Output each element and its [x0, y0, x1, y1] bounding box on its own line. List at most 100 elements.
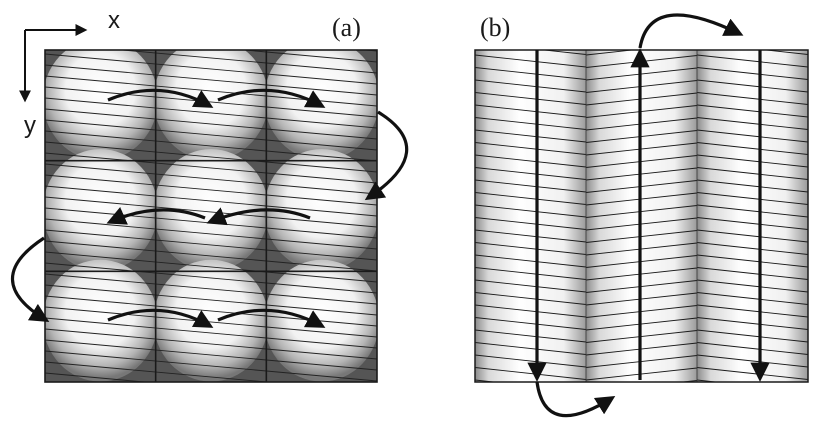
- stripe-line: [696, 104, 808, 118]
- stripe-line: [475, 242, 587, 255]
- arrow-row2-left: [106, 207, 206, 225]
- stripe-line: [475, 229, 587, 243]
- column-fill: [475, 50, 586, 382]
- panel-b-label: (b): [480, 13, 510, 42]
- stripe-line: [475, 117, 587, 130]
- grid-border: [44, 49, 378, 383]
- stripe-line: [475, 267, 587, 280]
- stripe-line: [475, 192, 587, 205]
- stripe-line: [117, 50, 377, 74]
- stripe-line: [697, 30, 808, 42]
- arrow-row3-right: [217, 308, 326, 328]
- stripe-line: [696, 204, 808, 218]
- column-fill: [697, 50, 808, 382]
- stripe-line: [475, 292, 587, 305]
- stripe-line: [475, 317, 587, 330]
- stripe-line: [45, 395, 377, 425]
- stripe-line: [45, 174, 377, 206]
- stripe-line: [45, 251, 377, 283]
- stripe-line: [762, 50, 808, 55]
- stripe-line: [696, 167, 808, 180]
- stripe-line: [45, 240, 377, 272]
- panel-b-stripes: [475, 18, 808, 405]
- stripe-line: [45, 372, 150, 382]
- arrow-turn-right: [364, 110, 409, 201]
- stripe-line: [45, 284, 377, 316]
- stripe-line: [696, 242, 808, 255]
- stripe-line: [45, 229, 377, 261]
- stripe-line: [475, 54, 587, 68]
- stripe-line: [45, 53, 377, 85]
- stripe-line: [360, 50, 377, 52]
- arrow-turn-left: [10, 236, 50, 322]
- stripe-line: [475, 154, 587, 168]
- stripe-line: [475, 79, 587, 93]
- stripe-line: [45, 97, 377, 129]
- cell-glow: [264, 149, 377, 271]
- stripe-line: [475, 354, 587, 368]
- stripe-line: [696, 117, 808, 130]
- cell-glow: [45, 50, 158, 161]
- panel-a-grid-lines: [44, 49, 378, 383]
- stripe-line: [45, 328, 377, 360]
- stripe-line: [475, 217, 587, 230]
- x-axis-label: x: [108, 7, 120, 34]
- stripe-line: [475, 204, 587, 218]
- arrow-row2-right: [206, 207, 311, 226]
- stripe-line: [696, 179, 808, 193]
- stripe-line: [45, 218, 377, 250]
- stripe-line: [45, 350, 377, 382]
- stripe-line: [696, 217, 808, 230]
- stripe-line: [696, 292, 808, 305]
- stripe-line: [475, 329, 587, 343]
- stripe-line: [45, 130, 377, 162]
- stripe-line: [696, 142, 808, 155]
- stripe-line: [475, 279, 587, 293]
- stripe-line: [475, 179, 587, 193]
- stripe-line: [45, 10, 377, 40]
- stripe-line: [696, 342, 808, 355]
- stripe-line: [45, 417, 377, 430]
- stripe-line: [45, 361, 272, 382]
- stripe-line: [45, 152, 377, 184]
- arrow-row1-left: [107, 88, 214, 108]
- stripe-line: [696, 54, 808, 68]
- stripe-line: [475, 167, 587, 180]
- panel-a-cells: [45, 50, 377, 382]
- stripe-line: [45, 406, 377, 430]
- stripe-line: [45, 339, 377, 371]
- stripe-line: [475, 104, 587, 118]
- stripe-line: [45, 64, 377, 96]
- stripe-line: [696, 67, 808, 80]
- stripe-line: [45, 108, 377, 140]
- stripe-line: [696, 192, 808, 205]
- stripe-line: [45, 384, 377, 414]
- stripe-line: [45, 317, 377, 349]
- stripe-line: [45, 273, 377, 305]
- stripe-line: [475, 129, 587, 143]
- panel-a-label: (a): [332, 13, 361, 42]
- stripe-line: [696, 79, 808, 93]
- stripe-line: [586, 18, 697, 30]
- axes-indicator: x y: [19, 7, 120, 139]
- stripe-line: [475, 67, 587, 80]
- stripe-line: [696, 329, 808, 343]
- stripe-line: [239, 50, 377, 63]
- stripe-line: [697, 393, 808, 405]
- stripe-line: [475, 304, 587, 318]
- stripe-line: [696, 129, 808, 143]
- panel-b-arrows: [527, 13, 770, 418]
- arrow-turn-top: [638, 13, 744, 49]
- stripe-line: [696, 267, 808, 280]
- stripe-line: [696, 229, 808, 243]
- stripe-line: [45, 185, 377, 217]
- stripe-line: [45, 141, 377, 173]
- cell-glow: [45, 149, 158, 271]
- stripe-line: [696, 304, 808, 318]
- stripe-line: [45, 119, 377, 151]
- stripe-line: [696, 92, 808, 105]
- arrow-row1-right: [217, 88, 326, 108]
- panel-a-arrows: [10, 88, 409, 328]
- stripe-line: [475, 254, 587, 268]
